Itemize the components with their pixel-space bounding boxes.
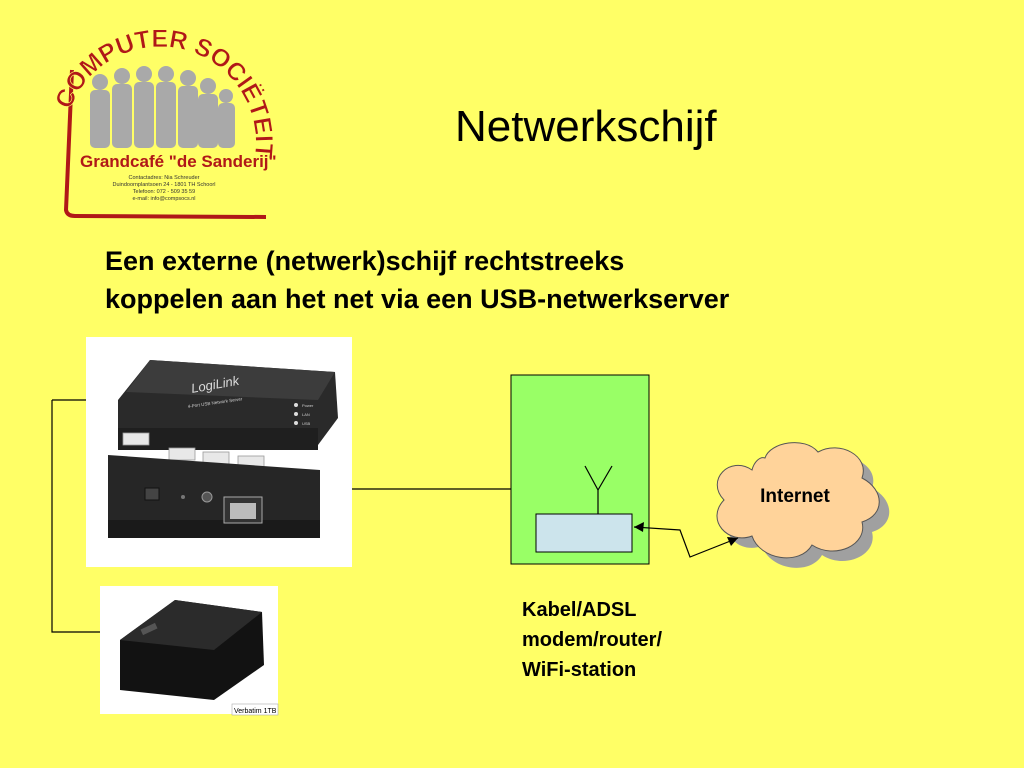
logo-frame: [63, 69, 267, 219]
router-label: Kabel/ADSL modem/router/ WiFi-station: [522, 595, 662, 685]
led-label-usb: USB: [302, 421, 311, 426]
people-silhouettes-icon: [90, 66, 235, 148]
subtitle-line-1: Een externe (netwerk)schijf rechtstreeks: [105, 246, 625, 276]
logo-contact-4: e-mail: info@compsocs.nl: [132, 196, 195, 202]
logo-contact-2: Duindoornplantsoen 24 - 1801 TH Schoorl: [113, 182, 216, 188]
led-label-power: Power: [302, 403, 314, 408]
internet-cloud: Internet: [716, 442, 890, 568]
club-logo: COMPUTER SOCIËTEIT Grandcafé "de Sanderi…: [49, 24, 278, 219]
disk-caption: Verbatim 1TB: [234, 708, 277, 715]
slide-title: Netwerkschijf: [455, 102, 717, 151]
router-label-line-2: modem/router/: [522, 629, 663, 651]
logo-contact-3: Telefoon: 072 - 509 35 59: [133, 189, 195, 195]
router-device: [535, 513, 633, 553]
led-label-lan: LAN: [302, 412, 310, 417]
external-disk-photo: Verbatim 1TB: [100, 586, 279, 716]
router-box: [510, 374, 650, 565]
router-label-line-1: Kabel/ADSL: [522, 599, 637, 621]
arrowhead-right-icon: [727, 537, 738, 546]
subtitle-line-2: koppelen aan het net via een USB-netwerk…: [105, 284, 730, 314]
usb-ports-icon: [122, 432, 265, 469]
logo-venue: Grandcafé "de Sanderij": [80, 152, 277, 171]
logo-contact-1: Contactadres: Nia Schreuder: [129, 175, 200, 181]
internet-link-line: [633, 526, 739, 558]
internet-label: Internet: [760, 486, 830, 507]
usb-network-server-photo: LogiLink 4-Port USB Network Server Power…: [86, 337, 352, 567]
arrowhead-left-icon: [634, 522, 644, 532]
antenna-icon: [584, 465, 613, 514]
slide-subtitle: Een externe (netwerk)schijf rechtstreeks…: [105, 242, 925, 318]
router-label-line-3: WiFi-station: [522, 659, 637, 681]
